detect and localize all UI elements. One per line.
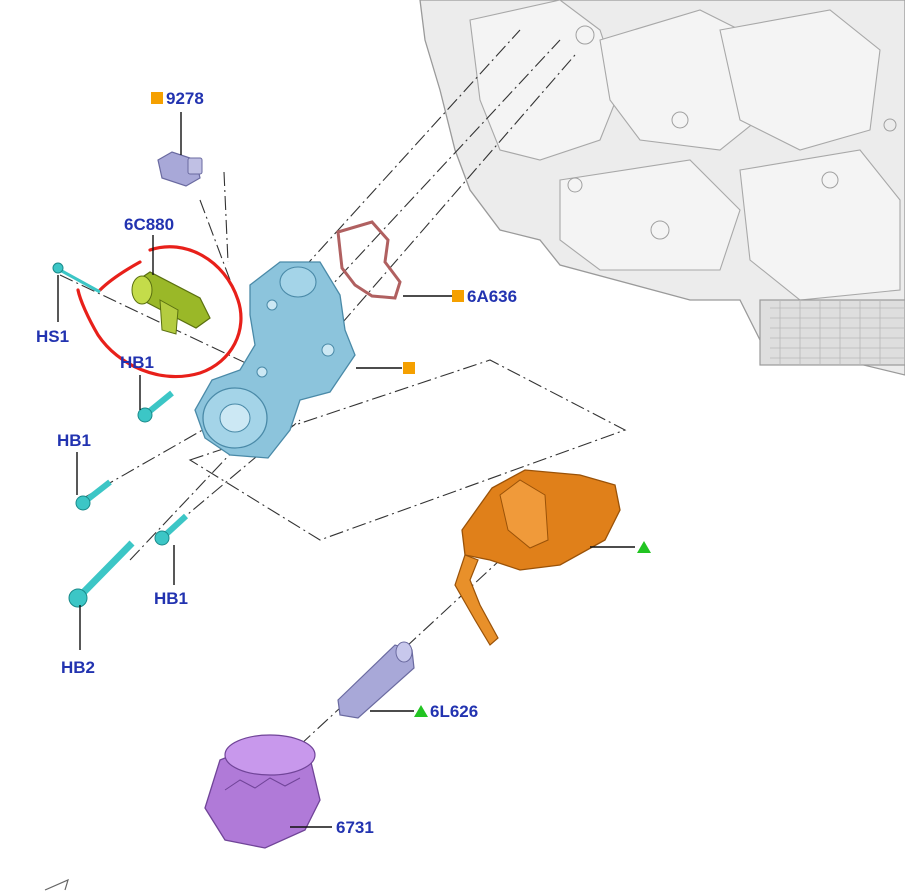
label-6731: 6731 <box>336 818 374 837</box>
oil-cooler-part <box>454 469 621 646</box>
bolt-hb1-b-part <box>75 479 112 511</box>
label-6a636: 6A636 <box>467 287 517 306</box>
label-hb1-c: HB1 <box>154 589 188 608</box>
label-6l626: 6L626 <box>430 702 478 721</box>
highlight-circle <box>76 245 243 379</box>
label-9278: 9278 <box>166 89 204 108</box>
engine-block <box>419 0 905 376</box>
gasket-6a636-part <box>336 220 402 300</box>
label-6c880: 6C880 <box>124 215 174 234</box>
bolt-hs1-part <box>52 262 101 294</box>
square-marker-6a636 <box>452 290 464 302</box>
square-marker-9278 <box>151 92 163 104</box>
square-marker-housing <box>403 362 415 374</box>
triangle-marker-cooler <box>637 541 651 553</box>
label-hb2: HB2 <box>61 658 95 677</box>
label-hs1: HS1 <box>36 327 69 346</box>
solenoid-6c880-part <box>131 271 211 335</box>
bolt-hb1-a-part <box>137 390 174 423</box>
oil-filter-6731-part <box>204 734 321 849</box>
corner-arrow-icon <box>44 878 69 891</box>
triangle-marker-6l626 <box>414 705 428 717</box>
label-hb1-a: HB1 <box>120 353 154 372</box>
adapter-6l626-part <box>337 641 415 719</box>
bolt-hb2-part <box>68 540 135 608</box>
sensor-9278-part <box>157 151 203 187</box>
label-hb1-b: HB1 <box>57 431 91 450</box>
leader-lines <box>57 112 635 828</box>
bolt-hb1-c-part <box>154 513 189 546</box>
oil-filter-housing-part <box>194 261 356 459</box>
